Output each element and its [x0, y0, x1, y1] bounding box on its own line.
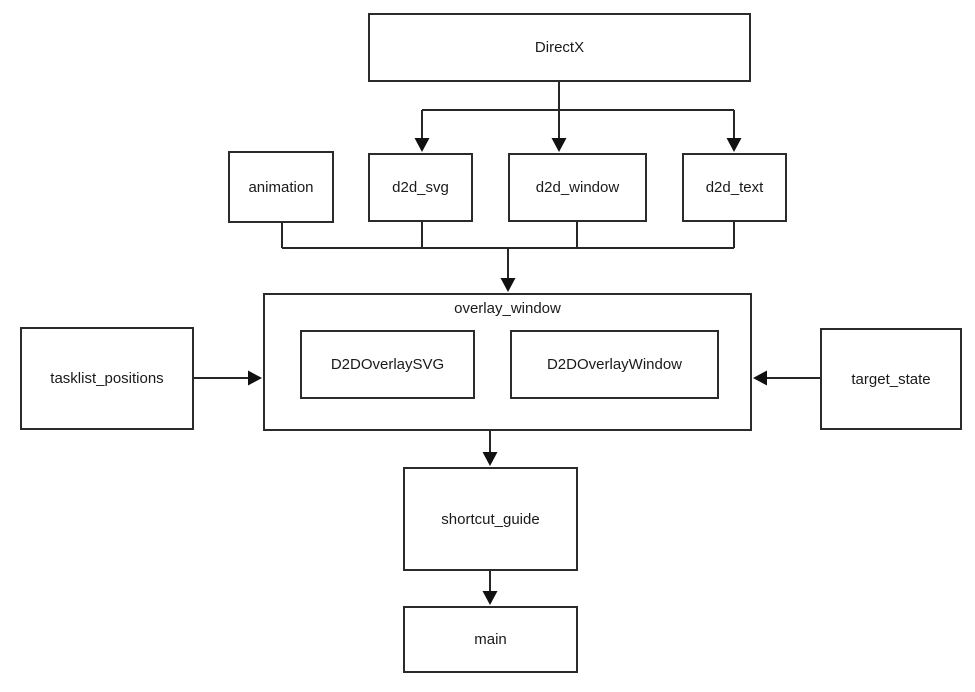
node-label: shortcut_guide [441, 510, 540, 528]
node-label: d2d_text [705, 179, 764, 196]
node-d2d-overlay-window: D2DOverlayWindow [510, 330, 719, 399]
node-target-state: target_state [820, 328, 962, 430]
node-d2d-text: d2d_text [682, 153, 787, 222]
node-shortcut-guide: shortcut_guide [403, 467, 578, 571]
node-overlay-window: overlay_window D2DOverlaySVG D2DOverlayW… [263, 293, 752, 431]
edge-target-state-overlay-window [753, 370, 820, 386]
node-label: target_state [851, 370, 931, 388]
node-label: tasklist_positions [50, 370, 164, 387]
edge-directx-d2d-window [551, 110, 567, 152]
node-label: animation [248, 178, 314, 196]
node-label: main [474, 631, 507, 648]
node-directx: DirectX [368, 13, 751, 82]
node-label: d2d_window [535, 179, 620, 196]
edge-modules-overlay-window [281, 222, 735, 292]
node-label: overlay_window [454, 300, 561, 317]
node-label: D2DOverlaySVG [330, 356, 445, 373]
node-tasklist-positions: tasklist_positions [20, 327, 194, 430]
edge-overlay-window-shortcut-guide [482, 431, 498, 466]
edge-shortcut-guide-main [482, 571, 498, 605]
edge-directx-d2d-svg [414, 110, 430, 152]
edge-directx-d2d-text [726, 110, 742, 152]
node-label: D2DOverlayWindow [546, 356, 683, 373]
node-d2d-window: d2d_window [508, 153, 647, 222]
node-animation: animation [228, 151, 334, 223]
node-d2d-overlay-svg: D2DOverlaySVG [300, 330, 475, 399]
node-label: d2d_svg [392, 179, 449, 196]
edge-directx-bus [422, 82, 734, 111]
node-main: main [403, 606, 578, 673]
node-label: DirectX [534, 39, 585, 56]
edge-tasklist-positions-overlay-window [194, 370, 262, 386]
node-d2d-svg: d2d_svg [368, 153, 473, 222]
